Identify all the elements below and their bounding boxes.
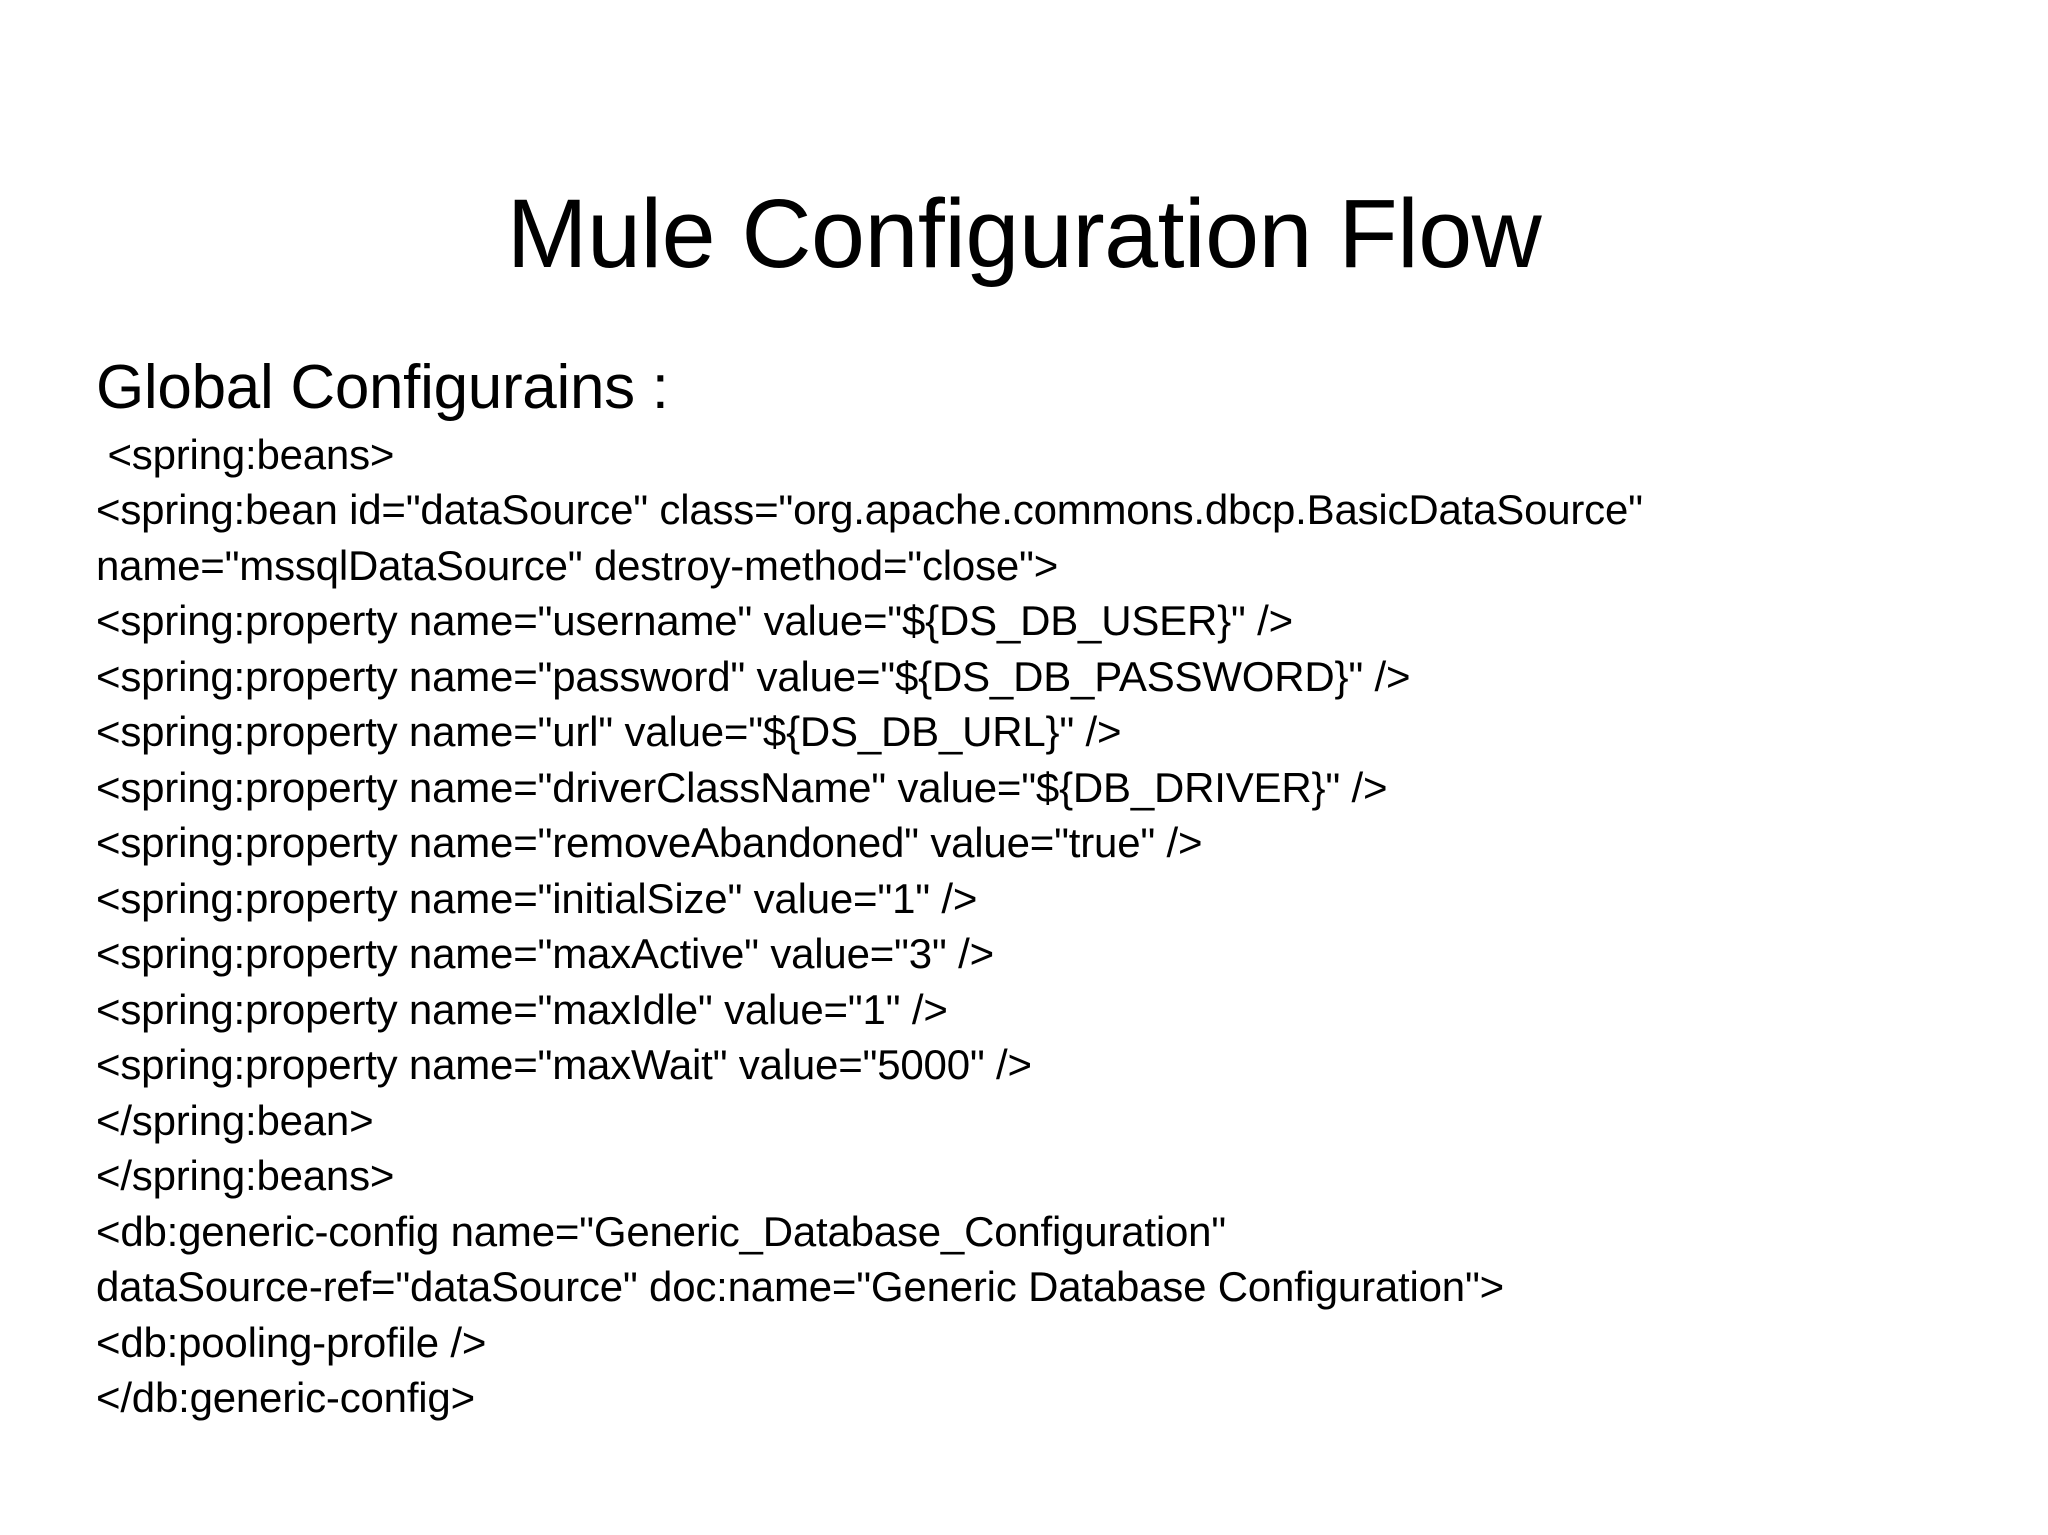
code-line: <spring:bean id="dataSource" class="org.… — [96, 486, 1643, 534]
code-line: </spring:bean> — [96, 1096, 374, 1144]
code-line: dataSource-ref="dataSource" doc:name="Ge… — [96, 1263, 1504, 1311]
code-line: <spring:property name="initialSize" valu… — [96, 874, 978, 922]
code-line: <db:pooling-profile /> — [96, 1318, 487, 1366]
code-line: <spring:property name="password" value="… — [96, 652, 1411, 700]
code-line: <spring:beans> — [96, 430, 395, 478]
code-line: <spring:property name="maxActive" value=… — [96, 930, 994, 978]
code-line: <spring:property name="url" value="${DS_… — [96, 708, 1122, 756]
section-heading: Global Configurains : — [96, 353, 669, 422]
code-line: </spring:beans> — [96, 1152, 395, 1200]
code-line: <spring:property name="username" value="… — [96, 597, 1293, 645]
code-line: <db:generic-config name="Generic_Databas… — [96, 1207, 1226, 1255]
code-line: <spring:property name="removeAbandoned" … — [96, 819, 1203, 867]
code-line: <spring:property name="driverClassName" … — [96, 763, 1388, 811]
code-line: <spring:property name="maxWait" value="5… — [96, 1041, 1032, 1089]
code-line: </db:generic-config> — [96, 1374, 475, 1422]
xml-code-block: <spring:beans> <spring:bean id="dataSour… — [96, 427, 1996, 1426]
code-line: name="mssqlDataSource" destroy-method="c… — [96, 541, 1059, 589]
code-line: <spring:property name="maxIdle" value="1… — [96, 985, 948, 1033]
page-title: Mule Configuration Flow — [506, 178, 1542, 288]
slide-body: Global Configurains : <spring:beans> <sp… — [96, 355, 1996, 1426]
